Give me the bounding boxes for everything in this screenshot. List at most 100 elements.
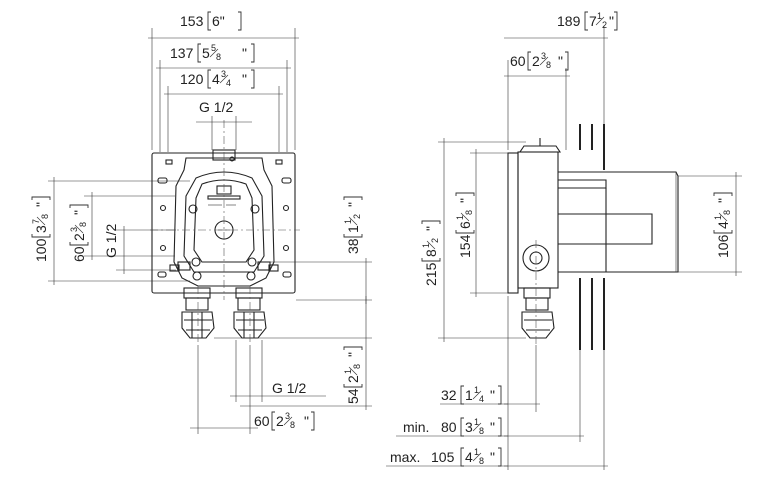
dim-offset-front: 32 1 1 4 " [441,385,502,405]
valve-body-outer [173,157,275,287]
svg-text:8: 8 [423,249,439,257]
svg-text:1: 1 [345,225,361,233]
front-dimension-texts: 153 6" 137 5 5 8 " 120 4 3 4 " G 1/2 100 [31,11,363,431]
svg-text:8: 8 [40,214,50,219]
svg-text:": " [242,71,247,87]
svg-text:7: 7 [31,219,41,224]
svg-text:2: 2 [345,375,361,383]
mounting-plate [151,152,296,294]
svg-text:8: 8 [722,210,732,215]
svg-text:3: 3 [221,69,226,79]
svg-text:": " [715,198,731,203]
valve-body-inner [183,171,265,273]
svg-text:2: 2 [430,238,440,243]
svg-text:105: 105 [431,449,455,465]
svg-text:": " [345,352,361,357]
dim-depth-total: 189 7 1 2 " [557,11,618,31]
svg-text:6: 6 [457,221,473,229]
dim-height-right: 38 1 1 2 " [343,196,363,254]
dim-height-total: 215 8 1 2 " [421,220,441,286]
dim-width-mid: 137 5 5 8 " [170,43,255,63]
dim-width-inner: 120 4 3 4 " [180,69,255,89]
svg-text:60: 60 [254,413,270,429]
svg-text:137: 137 [170,45,194,61]
svg-text:154: 154 [457,234,473,258]
dim-height-left2: 60 2 3 8 " [69,204,89,262]
svg-text:8: 8 [479,426,484,436]
dim-bottom-depth: 54 2 1 8 " [343,346,363,404]
svg-text:": " [490,419,495,435]
svg-text:2: 2 [532,53,540,69]
dim-height-left: 100 3 7 8 " [31,196,51,262]
svg-text:8: 8 [290,420,295,430]
svg-text:": " [423,226,439,231]
svg-text:2: 2 [71,233,87,241]
svg-text:1: 1 [474,417,479,427]
dim-depth-top: 60 2 3 8 " [510,51,569,71]
svg-text:": " [33,202,49,207]
front-view [150,120,300,345]
dim-min-depth: min. 80 3 1 8 " [403,417,502,437]
side-wall-plate [507,152,519,294]
svg-text:max.: max. [390,449,420,465]
svg-text:": " [457,198,473,203]
svg-text:1: 1 [474,447,479,457]
svg-text:1: 1 [713,215,723,220]
svg-text:1: 1 [465,387,473,403]
svg-text:": " [304,413,309,429]
svg-text:": " [490,387,495,403]
svg-text:100: 100 [33,238,49,262]
svg-text:3: 3 [285,411,290,421]
svg-text:8: 8 [464,210,474,215]
dim-bottom-spacing: 60 2 3 8 " [254,411,315,431]
svg-text:8: 8 [352,364,362,369]
dim-width-total: 153 6" [180,11,242,31]
svg-text:": " [609,13,614,29]
side-dimension-lines [386,26,742,470]
thread-label-left: G 1/2 [103,224,119,258]
svg-text:189: 189 [557,13,581,29]
svg-text:3: 3 [69,227,79,232]
svg-text:1: 1 [343,369,353,374]
svg-text:1: 1 [597,11,602,21]
mounting-holes [157,159,292,278]
dim-height-body: 154 6 1 8 " [455,192,475,258]
svg-text:7: 7 [589,13,597,29]
svg-text:2: 2 [352,214,362,219]
side-dimension-texts: 189 7 1 2 " 60 2 3 8 " 215 8 1 2 " 154 [390,11,733,467]
svg-text:3: 3 [33,225,49,233]
svg-text:": " [558,53,563,69]
thread-label-top: G 1/2 [199,99,233,115]
svg-text:153: 153 [180,13,204,29]
svg-text:": " [490,449,495,465]
svg-text:4: 4 [479,394,484,404]
svg-text:4: 4 [212,71,220,87]
front-dimension-lines [48,28,372,434]
svg-text:1: 1 [343,219,353,224]
svg-text:5: 5 [202,45,210,61]
side-bottom-outlet [521,287,555,339]
svg-text:6": 6" [212,13,225,29]
svg-text:1: 1 [474,385,479,395]
dim-height-cover: 106 4 1 8 " [713,192,733,258]
svg-text:3: 3 [465,419,473,435]
svg-text:1: 1 [455,215,465,220]
svg-text:2: 2 [602,20,607,30]
svg-text:80: 80 [441,419,457,435]
svg-text:1: 1 [421,243,431,248]
svg-text:32: 32 [441,387,457,403]
svg-text:4: 4 [715,221,731,229]
svg-text:8: 8 [479,456,484,466]
svg-text:5: 5 [211,43,216,53]
thread-label-bottom: G 1/2 [272,380,306,396]
svg-text:38: 38 [345,238,361,254]
svg-text:60: 60 [71,246,87,262]
svg-text:215: 215 [423,262,439,286]
side-cover [558,171,679,273]
svg-text:4: 4 [465,449,473,465]
svg-text:8: 8 [216,52,221,62]
svg-text:": " [71,210,87,215]
svg-text:54: 54 [345,388,361,404]
svg-text:G 1/2: G 1/2 [103,224,119,258]
